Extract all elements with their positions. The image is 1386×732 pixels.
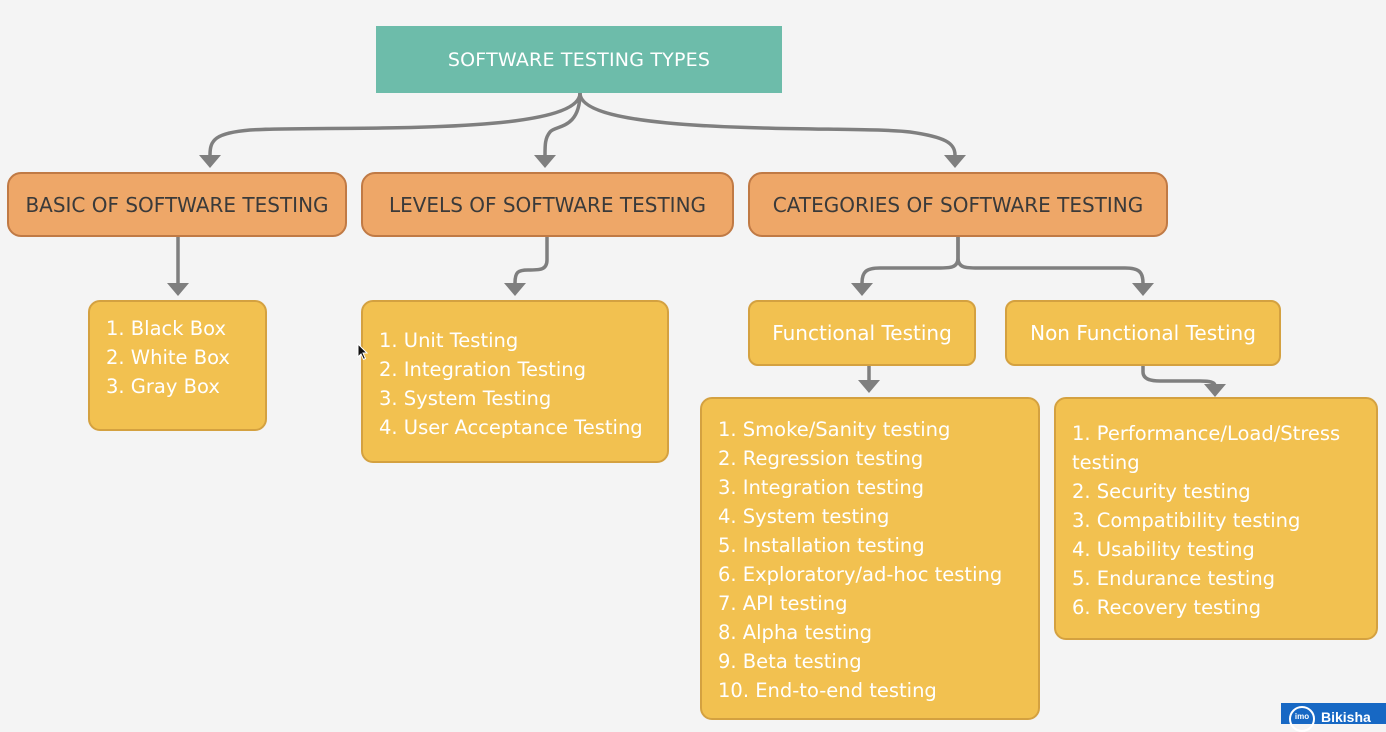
- connector-root-to-levels: [543, 91, 582, 157]
- arrowhead-levels-list: [504, 283, 526, 296]
- topic-levels[interactable]: LEVELS OF SOFTWARE TESTING: [361, 172, 734, 237]
- list-item: 4. User Acceptance Testing: [379, 416, 643, 439]
- list-item: 6. Recovery testing: [1072, 596, 1262, 619]
- levels-list-node[interactable]: 1. Unit Testing 2. Integration Testing 3…: [361, 300, 669, 463]
- arrowhead-functional: [851, 283, 873, 296]
- list-item: 4. Usability testing: [1072, 538, 1255, 561]
- functional-list-node[interactable]: 1. Smoke/Sanity testing 2. Regression te…: [700, 397, 1040, 720]
- channel-name: Bikisha: [1321, 709, 1371, 725]
- topic-basic-label: BASIC OF SOFTWARE TESTING: [25, 192, 329, 217]
- list-item: 1. Black Box: [106, 317, 227, 340]
- list-item: 8. Alpha testing: [718, 621, 873, 644]
- list-item: 6. Exploratory/ad-hoc testing: [718, 563, 1003, 586]
- list-item: 3. Integration testing: [718, 476, 925, 499]
- non-functional-list-node[interactable]: 1. Performance/Load/Stress testing 2. Se…: [1054, 397, 1378, 640]
- mouse-cursor-icon: [357, 343, 369, 361]
- functional-testing-label: Functional Testing: [772, 321, 952, 345]
- levels-list: 1. Unit Testing 2. Integration Testing 3…: [379, 326, 651, 442]
- functional-testing-node[interactable]: Functional Testing: [748, 300, 976, 366]
- functional-list: 1. Smoke/Sanity testing 2. Regression te…: [718, 415, 1022, 705]
- imo-logo-icon: imo: [1289, 706, 1315, 732]
- basic-list: 1. Black Box 2. White Box 3. Gray Box: [106, 314, 249, 401]
- arrowhead-levels: [534, 155, 556, 168]
- list-item: 3. Gray Box: [106, 375, 220, 398]
- list-item: 1. Performance/Load/Stress testing: [1072, 422, 1341, 474]
- non-functional-list: 1. Performance/Load/Stress testing 2. Se…: [1072, 419, 1360, 622]
- arrowhead-basic: [199, 155, 221, 168]
- topic-basic[interactable]: BASIC OF SOFTWARE TESTING: [7, 172, 347, 237]
- connector-categories-to-functional: [860, 235, 960, 285]
- list-item: 3. Compatibility testing: [1072, 509, 1301, 532]
- non-functional-testing-node[interactable]: Non Functional Testing: [1005, 300, 1281, 366]
- list-item: 2. Security testing: [1072, 480, 1251, 503]
- arrowhead-categories: [944, 155, 966, 168]
- connector-root-to-basic: [208, 91, 582, 157]
- non-functional-testing-label: Non Functional Testing: [1030, 321, 1256, 345]
- connector-nonfunctional-to-list: [1141, 364, 1217, 388]
- arrowhead-basic-list: [167, 283, 189, 296]
- topic-levels-label: LEVELS OF SOFTWARE TESTING: [388, 192, 707, 217]
- channel-badge[interactable]: imo Bikisha: [1281, 703, 1386, 732]
- list-item: 2. Integration Testing: [379, 358, 587, 381]
- list-item: 5. Endurance testing: [1072, 567, 1276, 590]
- list-item: 2. White Box: [106, 346, 230, 369]
- list-item: 5. Installation testing: [718, 534, 925, 557]
- list-item: 1. Unit Testing: [379, 329, 519, 352]
- root-node[interactable]: SOFTWARE TESTING TYPES: [376, 26, 782, 93]
- connector-levels-to-list: [513, 235, 549, 285]
- arrowhead-functional-list: [858, 380, 880, 393]
- list-item: 3. System Testing: [379, 387, 552, 410]
- root-title: SOFTWARE TESTING TYPES: [447, 48, 711, 71]
- arrowhead-nonfunctional-list: [1204, 384, 1226, 397]
- list-item: 7. API testing: [718, 592, 848, 615]
- connector-root-to-categories: [578, 91, 957, 157]
- arrowhead-nonfunctional: [1132, 283, 1154, 296]
- topic-categories-label: CATEGORIES OF SOFTWARE TESTING: [772, 192, 1144, 217]
- list-item: 2. Regression testing: [718, 447, 924, 470]
- list-item: 9. Beta testing: [718, 650, 862, 673]
- list-item: 4. System testing: [718, 505, 890, 528]
- connector-categories-to-nonfunctional: [956, 235, 1145, 285]
- basic-list-node[interactable]: 1. Black Box 2. White Box 3. Gray Box: [88, 300, 267, 431]
- list-item: 10. End-to-end testing: [718, 679, 937, 702]
- topic-categories[interactable]: CATEGORIES OF SOFTWARE TESTING: [748, 172, 1168, 237]
- list-item: 1. Smoke/Sanity testing: [718, 418, 951, 441]
